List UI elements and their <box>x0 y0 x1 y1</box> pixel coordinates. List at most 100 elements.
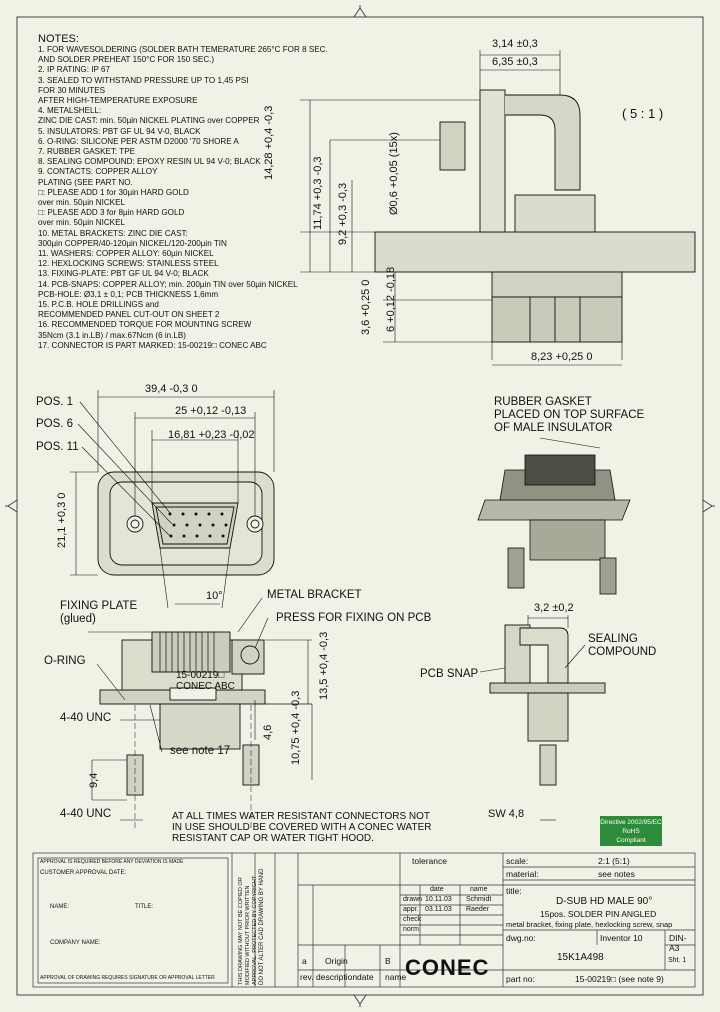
iso-view <box>477 437 631 595</box>
note-line: 2. IP RATING: IP 67 <box>38 65 110 75</box>
edge-markers <box>5 5 715 1007</box>
note-line: □: PLEASE ADD 3 for 8µin HARD GOLD <box>38 208 185 218</box>
dim-0-6: Ø0,6 +0,05 (15x) <box>388 132 400 215</box>
water-note-2: IN USE SHOULD BE COVERED WITH A CONEC WA… <box>172 822 432 833</box>
dim-6-35: 6,35 ±0,3 <box>492 56 538 68</box>
pos6-label: POS. 6 <box>36 418 74 430</box>
rev-a-desc: Origin <box>325 956 348 966</box>
dim-9-2: 9,2 +0,3 -0,3 <box>337 182 349 245</box>
bottom-left-view <box>88 597 313 830</box>
rohs-line-1: Directive 2002/95/EC <box>600 819 662 826</box>
note-line: AND SOLDER PREHEAT 150°C FOR 150 SEC.) <box>38 55 215 65</box>
scale-label: scale: <box>506 856 529 866</box>
note-line: ZINC DIE CAST: min. 50µin NICKEL PLATING… <box>38 116 260 126</box>
note-line: 5. INSULATORS: PBT GF UL 94 V-0, BLACK <box>38 126 201 136</box>
note-line: 17. CONNECTOR IS PART MARKED: 15-00219□ … <box>38 340 267 350</box>
approval-footer: APPROVAL OF DRAWING REQUIRES SIGNATURE O… <box>40 975 215 981</box>
dim-4-6: 4,6 <box>262 724 274 740</box>
title-line-1: D-SUB HD MALE 90° <box>556 896 653 907</box>
side-view <box>300 50 696 366</box>
company-name: COMPANY NAME: <box>50 940 101 946</box>
dim-8-23: 8,23 +0,25 0 <box>531 351 593 363</box>
unc-label-2: 4-40 UNC <box>60 808 112 820</box>
dim-39-4: 39,4 -0,3 0 <box>145 383 198 395</box>
dim-11-74: 11,74 +0,3 -0,3 <box>312 156 324 231</box>
note-line: 35Ncm (3.1 in.LB) / max.67Ncm (6 in.LB) <box>38 330 186 340</box>
fixing-plate-label-2: (glued) <box>60 613 96 625</box>
fixing-plate-label-1: FIXING PLATE <box>60 600 138 612</box>
dim-21-1: 21,1 +0,3 0 <box>56 492 68 548</box>
conec-logo: CONEC <box>405 955 490 980</box>
part-mark-2: CONEC ABC <box>176 681 235 692</box>
material-value: see notes <box>598 869 635 879</box>
rev-a: a <box>302 956 307 966</box>
title-field: TITLE: <box>135 904 154 910</box>
sheet-label: Sht. 1 <box>668 957 687 964</box>
note-line: 11. WASHERS: COPPER ALLOY: 60µin NICKEL <box>38 249 214 259</box>
drawn-name: Schmidt <box>466 896 492 903</box>
din-label: DIN-A3 <box>669 933 687 953</box>
name-field: NAME: <box>50 904 70 910</box>
drawn-label: drawn <box>403 896 423 903</box>
notes-title: NOTES: <box>38 33 79 45</box>
sealing-label-2: COMPOUND <box>588 646 657 658</box>
pos11-label: POS. 11 <box>36 441 79 453</box>
note-line: 8. SEALING COMPOUND: EPOXY RESIN UL 94 V… <box>38 157 261 167</box>
inventor-label: Inventor 10 <box>600 933 643 943</box>
front-view <box>70 390 275 609</box>
copyright-3: APPROVAL. PROTECTED BY COPYRIGHT <box>252 875 258 985</box>
note-line: 15. P.C.B. HOLE DRILLINGS and <box>38 300 159 310</box>
bottom-right-view <box>479 615 606 821</box>
unc-label-1: 4-40 UNC <box>60 712 112 724</box>
dim-14-28: 14,28 +0,4 -0,3 <box>263 105 275 180</box>
dwg-label: dwg.no: <box>506 933 536 943</box>
pcb-snap-label: PCB SNAP <box>420 668 479 680</box>
rubber-gasket-label-2: PLACED ON TOP SURFACE <box>494 409 645 421</box>
customer-approval: CUSTOMER APPROVAL DATE: <box>40 870 127 876</box>
dim-10-75: 10,75 +0,4 -0,3 <box>290 690 302 765</box>
appr-name: Raeder <box>466 906 489 913</box>
note-line: 9. CONTACTS: COPPER ALLOY <box>38 167 158 177</box>
rev-col-desc: description <box>316 972 358 982</box>
dim-13-5: 13,5 +0,4 -0,3 <box>318 631 330 700</box>
note-line: 7. RUBBER GASKET: TPE <box>38 147 136 157</box>
part-mark-1: 15-00219□ <box>176 670 225 681</box>
appr-label: appr. <box>403 906 419 913</box>
note-line: 6. O-RING: SILICONE PER ASTM D2000 '70 S… <box>38 136 239 146</box>
dim-9-4: 9,4 <box>88 772 100 788</box>
note-line: over min. 50µin NICKEL <box>38 218 125 228</box>
rubber-gasket-label-3: OF MALE INSULATOR <box>494 422 613 434</box>
o-ring-label: O-RING <box>44 655 86 667</box>
dim-6: 6 +0,12 -0,18 <box>385 266 397 332</box>
appr-date: 03.11.03 <box>425 906 452 913</box>
rev-col-name: name <box>385 972 407 982</box>
note-line: FOR 30 MINUTES <box>38 85 106 95</box>
rubber-gasket-label-1: RUBBER GASKET <box>494 396 592 408</box>
norm-label: norm <box>403 926 419 933</box>
approval-header: APPROVAL IS REQUIRED BEFORE ANY DEVIATIO… <box>40 859 184 865</box>
notes-list: 1. FOR WAVESOLDERING (SOLDER BATH TEMERA… <box>38 45 358 351</box>
title-label: title: <box>506 886 522 896</box>
press-fixing-label: PRESS FOR FIXING ON PCB <box>276 612 432 624</box>
drawn-date: 10.11.03 <box>425 896 452 903</box>
rohs-line-2: RoHS <box>622 828 640 835</box>
rev-col-date: date <box>357 972 374 982</box>
note-line: 14. PCB-SNAPS: COPPER ALLOY; min. 200µin… <box>38 279 298 289</box>
do-not-alter: DO NOT ALTER CAD DRAWING BY HAND <box>259 868 265 985</box>
see-note-label: see note 17 <box>170 745 231 757</box>
copyright-2: MODIFIED WITHOUT PRIOR WRITTEN <box>245 885 251 985</box>
dim-3-6: 3,6 +0,25 0 <box>360 279 372 335</box>
note-line: 13. FIXING-PLATE: PBT GF UL 94 V-0; BLAC… <box>38 269 209 279</box>
material-label: material: <box>506 869 539 879</box>
dim-3-2: 3,2 ±0,2 <box>534 602 574 614</box>
note-line: 3. SEALED TO WITHSTAND PRESSURE UP TO 1,… <box>38 75 249 85</box>
dim-3-14: 3,14 ±0,3 <box>492 38 538 50</box>
tolerance-label: tolerance <box>412 856 447 866</box>
water-note-1: AT ALL TIMES WATER RESISTANT CONNECTORS … <box>172 811 431 822</box>
note-line: AFTER HIGH-TEMPERATURE EXPOSURE <box>38 96 198 106</box>
dwg-number: 15K1A498 <box>557 952 604 963</box>
note-line: □: PLEASE ADD 1 for 30µin HARD GOLD <box>38 187 189 197</box>
dim-sw: SW 4,8 <box>488 808 525 820</box>
